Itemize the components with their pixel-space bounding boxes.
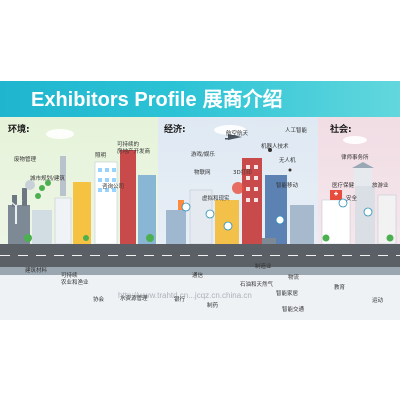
zone-label-economy: 经济: xyxy=(164,125,186,135)
label-manufacturing: 制造业 xyxy=(255,264,272,270)
label-vr-ar: 虚拟和现实 xyxy=(202,196,230,202)
ground xyxy=(0,275,400,320)
label-iot: 物联网 xyxy=(194,170,211,176)
label-building-materials: 建筑材料 xyxy=(25,268,48,274)
label-communication: 通信 xyxy=(192,273,204,279)
road-markings xyxy=(0,255,400,256)
label-pharma: 制药 xyxy=(207,303,219,309)
label-oil-gas: 石油和天然气 xyxy=(240,282,274,288)
label-ai: 人工智能 xyxy=(285,128,308,134)
label-gaming: 游戏/娱乐 xyxy=(191,152,215,158)
watermark-url: http://www.trahtd.cn...jcqz.cn.china.cn xyxy=(118,291,252,300)
label-waste-management: 废物管理 xyxy=(14,157,37,163)
label-smart-home: 智能家居 xyxy=(276,291,299,297)
label-smart-mobile: 智能移动 xyxy=(276,183,299,189)
title-english: Exhibitors Profile xyxy=(31,89,197,111)
label-sports: 运动 xyxy=(372,298,384,304)
label-healthcare: 医疗保健 xyxy=(332,183,355,189)
label-association: 协会 xyxy=(93,297,105,303)
label-urban-planning: 城市规划/建筑 xyxy=(30,176,65,182)
label-logistics: 物流 xyxy=(288,275,300,281)
environment-buildings xyxy=(8,150,156,245)
economy-buildings xyxy=(166,134,314,245)
label-water-management: 水资源管理 xyxy=(120,296,148,302)
label-lighting: 照明 xyxy=(95,153,107,159)
zone-label-society: 社会: xyxy=(330,125,352,135)
label-sustainable-agriculture: 可持续 农业和渔业 xyxy=(61,273,89,286)
label-consulting: 咨询公司 xyxy=(102,184,125,190)
sidewalk xyxy=(0,267,400,275)
label-aerospace: 航空航天 xyxy=(226,131,249,137)
label-security: 安全 xyxy=(346,196,358,202)
title-chinese: 展商介绍 xyxy=(202,87,283,111)
label-drone: 无人机 xyxy=(279,158,296,164)
label-smart-transport: 智能交通 xyxy=(282,307,305,313)
label-education: 教育 xyxy=(334,285,346,291)
label-banking: 银行 xyxy=(174,297,186,303)
label-3d-printing: 3D打印 xyxy=(233,170,252,176)
clouds xyxy=(46,125,367,144)
zone-label-environment: 环境: xyxy=(8,125,30,135)
label-sustainable-realestate: 可持续的 房地产开发商 xyxy=(117,142,151,155)
label-law-firm: 律师事务所 xyxy=(341,155,369,161)
society-buildings xyxy=(321,162,397,245)
label-tourism: 旅游业 xyxy=(372,183,389,189)
label-robotics: 机器人技术 xyxy=(261,144,289,150)
